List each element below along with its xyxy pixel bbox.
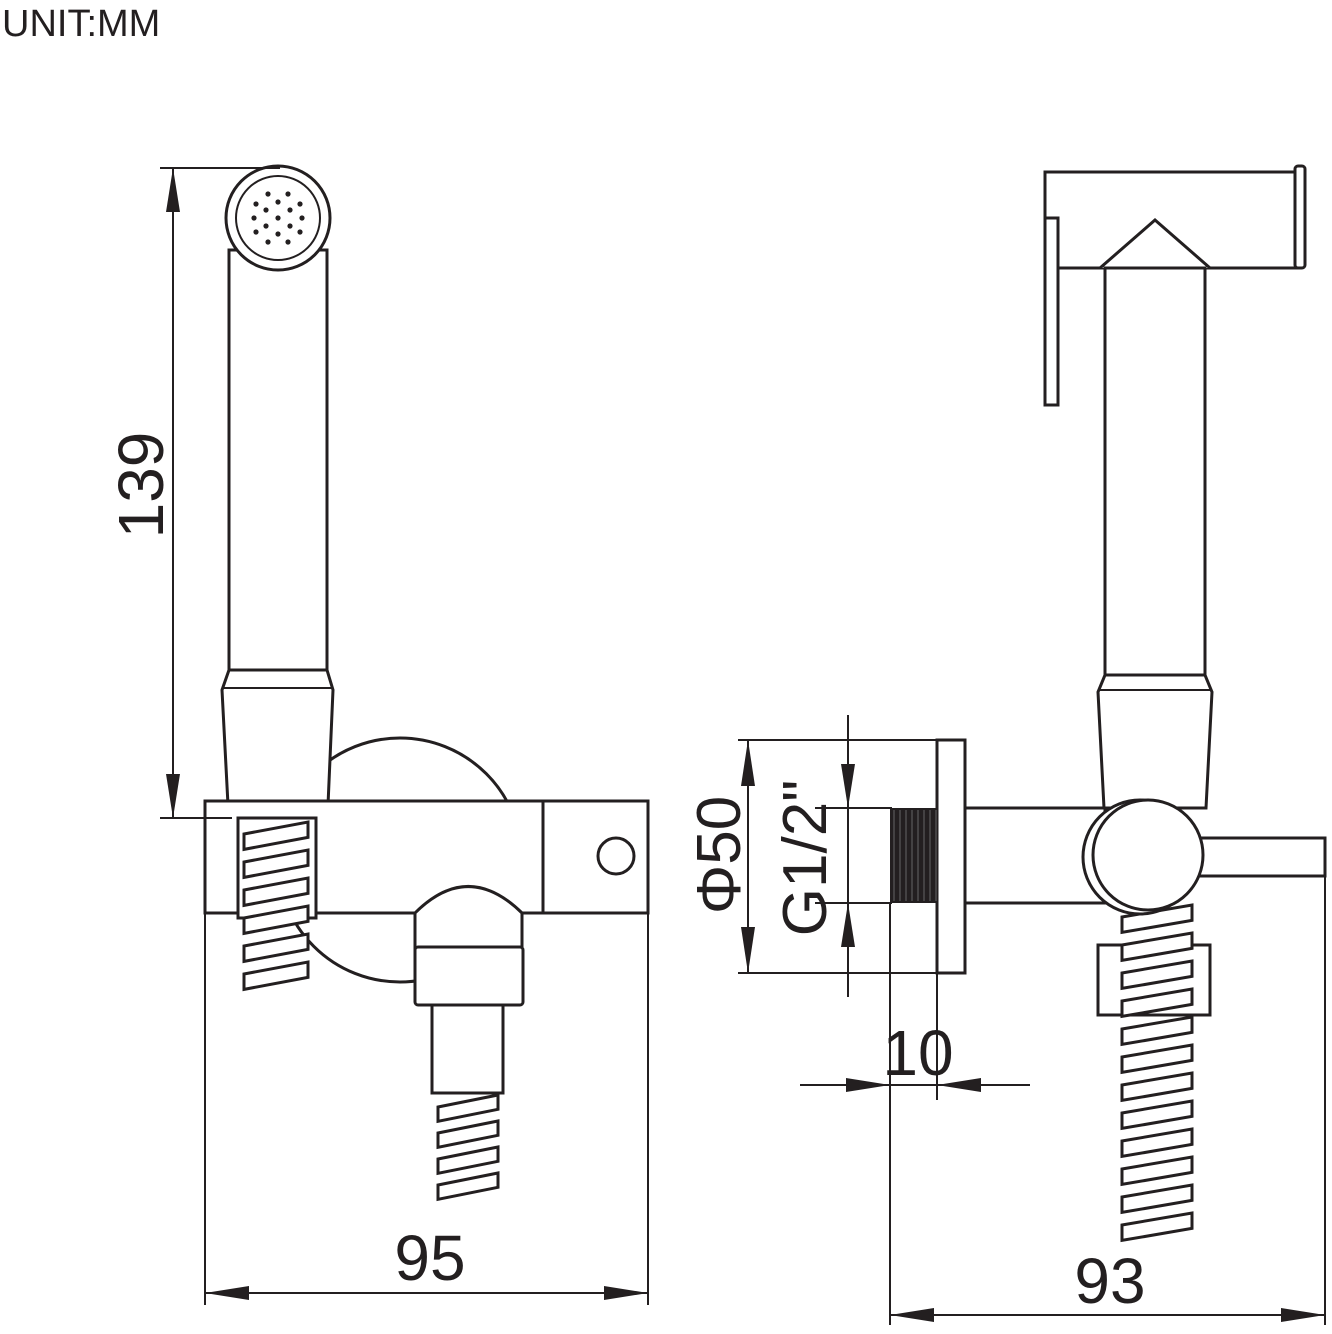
head-cone — [1099, 218, 1211, 270]
dim-thread-label: G1/2" — [771, 780, 840, 936]
hose-coil — [1120, 1071, 1194, 1103]
outlet-nut — [413, 945, 525, 1007]
arrowhead — [604, 1286, 648, 1300]
hose-coil — [1120, 959, 1194, 991]
head-cap — [1293, 164, 1307, 270]
nozzle-hole — [253, 201, 259, 207]
hose-lower — [436, 1093, 500, 1202]
side-view: Φ50 G1/2" 10 93 — [685, 164, 1327, 1325]
hose-coil — [1120, 1127, 1194, 1159]
outlet-pipe — [430, 1003, 505, 1095]
thread — [890, 808, 937, 903]
outlet-dome — [413, 885, 524, 952]
nozzle-hole — [297, 201, 303, 207]
hose-coil — [436, 1119, 500, 1150]
hose-coil — [242, 960, 310, 992]
nozzle-hole — [299, 215, 305, 221]
nozzle-hole — [263, 207, 269, 213]
hose-coil — [1120, 1155, 1194, 1187]
arrowhead — [890, 1308, 934, 1322]
spray-face — [235, 175, 321, 261]
nozzle-hole — [263, 223, 269, 229]
valve-handle — [541, 799, 650, 915]
hose-coil — [436, 1093, 500, 1124]
hose-coil — [1120, 1099, 1194, 1131]
nozzle-hole — [285, 191, 291, 197]
trigger-lever — [1043, 216, 1060, 407]
wall-plate — [935, 738, 967, 975]
hose-coil — [242, 848, 310, 880]
hose-coil — [1120, 931, 1194, 963]
hose-coil — [1120, 1183, 1194, 1215]
thread-body — [890, 808, 937, 903]
front-view: 139 95 — [105, 164, 650, 1305]
hose-coil — [436, 1171, 500, 1202]
hose-coil — [242, 876, 310, 908]
dim-10-label: 10 — [882, 1017, 953, 1089]
hose-coil — [242, 932, 310, 964]
arrowhead — [205, 1286, 249, 1300]
nozzle-hole — [251, 215, 257, 221]
dim-139-label: 139 — [105, 432, 177, 539]
sprayer-handle — [227, 248, 329, 677]
hose-coil — [1120, 1043, 1194, 1075]
dim-93-label: 93 — [1074, 1245, 1145, 1317]
arrowhead — [841, 764, 855, 808]
hose-upper-left — [242, 820, 310, 992]
nozzle-hole — [287, 207, 293, 213]
dim-phi50-label: Φ50 — [685, 796, 754, 914]
hose-coil — [436, 1145, 500, 1176]
arrowhead — [166, 774, 180, 818]
nozzle-hole — [285, 239, 291, 245]
arrowhead — [741, 927, 755, 973]
hose-coil — [242, 904, 310, 936]
nozzle-hole — [297, 229, 303, 235]
valve-lever — [1193, 836, 1327, 878]
hose-coil — [1120, 903, 1194, 935]
nozzle-hole — [287, 223, 293, 229]
hose-coil — [242, 820, 310, 852]
nozzle-hole — [275, 215, 281, 221]
handle-collar — [220, 668, 335, 807]
valve-ball — [1091, 798, 1205, 912]
nozzle-hole — [265, 191, 271, 197]
hose-coil — [1120, 1015, 1194, 1047]
nozzle-hole — [275, 231, 281, 237]
hose-coil — [1120, 1211, 1194, 1243]
arrowhead — [1281, 1308, 1325, 1322]
arrowhead — [841, 903, 855, 947]
nozzle-hole — [275, 199, 281, 205]
arrowhead — [741, 740, 755, 786]
sprayer-handle-side — [1103, 266, 1207, 678]
dim-95-label: 95 — [394, 1222, 465, 1294]
handle-pin — [596, 836, 636, 876]
unit-label: UNIT:MM — [2, 3, 160, 45]
nozzle-hole — [265, 239, 271, 245]
collar-side — [1096, 673, 1214, 810]
arrowhead — [166, 168, 180, 212]
nozzle-holes — [251, 191, 305, 245]
nozzle-hole — [253, 229, 259, 235]
arrowhead — [937, 1078, 981, 1092]
hose-coil — [1120, 987, 1194, 1019]
arrowhead — [846, 1078, 890, 1092]
hose-right — [1120, 903, 1194, 1243]
